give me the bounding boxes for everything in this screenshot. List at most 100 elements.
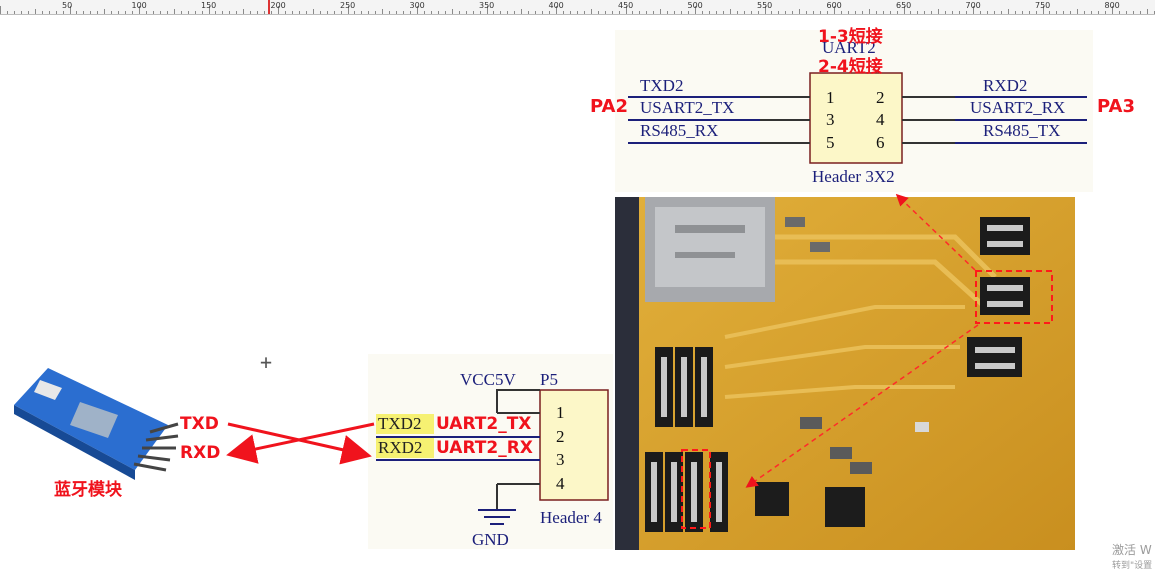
crosshair-cursor-icon: +	[260, 350, 273, 374]
ruler-tick	[382, 9, 384, 14]
ruler-tick	[368, 11, 370, 14]
ruler-tick	[159, 11, 161, 14]
ruler-label: 550	[757, 1, 773, 10]
ruler-tick	[0, 6, 1, 14]
ruler-tick	[208, 6, 210, 14]
activation-watermark-line2: 转到"设置	[1112, 561, 1153, 571]
pin-1: 1	[826, 88, 835, 107]
ruler-tick	[444, 11, 446, 14]
ruler-tick	[639, 11, 641, 14]
ruler-tick	[542, 11, 544, 14]
ruler-tick	[13, 11, 15, 14]
ruler-tick	[722, 11, 724, 14]
ruler-tick	[562, 11, 564, 14]
ruler-label: 100	[131, 1, 147, 10]
header-4-body	[539, 389, 609, 501]
p5-pin-1: 1	[556, 403, 565, 422]
ruler-tick	[528, 11, 530, 14]
ruler-tick	[194, 11, 196, 14]
ruler-tick	[820, 11, 822, 14]
ruler-tick	[264, 11, 266, 14]
ruler-tick	[1139, 11, 1141, 14]
pointer-to-p5	[745, 324, 979, 488]
ruler-tick	[715, 11, 717, 14]
pin-label-pa3: PA3	[1097, 96, 1135, 117]
ruler-tick	[500, 11, 502, 14]
ruler-tick	[1084, 11, 1086, 14]
ruler-tick	[257, 11, 259, 14]
ruler-tick	[48, 11, 50, 14]
ruler-tick	[410, 11, 412, 14]
ruler-tick	[993, 11, 995, 14]
ruler-tick	[1021, 11, 1023, 14]
ruler-tick	[104, 9, 106, 14]
jumper-note-1-3: 1-3短接	[818, 27, 883, 47]
ruler-tick	[903, 6, 905, 14]
ruler-tick	[1153, 11, 1155, 14]
ruler-tick	[576, 11, 578, 14]
bluetooth-module-graphic	[14, 368, 179, 480]
ruler-tick	[83, 11, 85, 14]
ruler-tick	[187, 11, 189, 14]
ruler-tick	[472, 11, 474, 14]
rxd2-net-highlight	[376, 438, 434, 458]
ruler-tick	[917, 11, 919, 14]
ruler-tick	[41, 11, 43, 14]
uart2-title: UART2	[822, 38, 876, 57]
ruler-tick	[632, 11, 634, 14]
ruler-tick	[139, 6, 140, 14]
ruler-tick	[736, 11, 738, 14]
p5-pin-2: 2	[556, 427, 565, 446]
ruler-tick	[973, 6, 974, 14]
ruler-tick	[319, 11, 321, 14]
ruler-tick	[986, 11, 988, 14]
ruler-tick	[847, 11, 849, 14]
ruler-tick	[854, 11, 856, 14]
ruler-label: 650	[896, 1, 912, 10]
ruler-tick	[145, 11, 147, 14]
ruler-tick	[201, 11, 203, 14]
ruler-tick	[695, 6, 696, 14]
ruler-tick	[125, 11, 127, 14]
ruler-position-marker	[268, 0, 270, 14]
ruler-tick	[1035, 11, 1037, 14]
ruler-tick	[271, 11, 273, 14]
ruler-tick	[681, 11, 683, 14]
ruler-tick	[952, 11, 954, 14]
ruler-tick	[458, 11, 460, 14]
ruler-label: 150	[201, 1, 217, 10]
ruler-tick	[1042, 6, 1044, 14]
ruler-tick	[229, 11, 231, 14]
ruler-label: 500	[687, 1, 703, 10]
activation-watermark-line1: 激活 W	[1112, 543, 1152, 557]
ruler-label: 700	[965, 1, 981, 10]
ruler-tick	[430, 11, 432, 14]
ruler-tick	[118, 11, 120, 14]
ruler-tick	[701, 11, 703, 14]
ruler-tick	[465, 11, 467, 14]
ruler-tick	[298, 11, 300, 14]
uart2-rx-label: UART2_RX	[436, 438, 533, 458]
gnd-symbol	[478, 509, 516, 525]
ruler-tick	[931, 11, 933, 14]
ruler-tick	[333, 11, 335, 14]
crossing-arrows	[226, 422, 375, 465]
ruler-tick	[507, 11, 509, 14]
txd2-net-highlight	[376, 414, 434, 434]
p5-designator: P5	[540, 370, 558, 389]
ruler-tick	[1000, 11, 1002, 14]
ruler-tick	[827, 11, 829, 14]
ruler-tick	[305, 11, 307, 14]
bluetooth-rxd-label: RXD	[180, 443, 221, 463]
ruler-tick	[924, 11, 926, 14]
ruler-tick	[34, 9, 36, 14]
ruler-tick	[236, 11, 238, 14]
net-label-rs485-rx: RS485_RX	[640, 121, 719, 140]
ruler-tick	[834, 6, 835, 14]
ruler-tick	[493, 11, 495, 14]
ruler-tick	[69, 6, 71, 14]
ruler-tick	[569, 11, 571, 14]
bluetooth-txd-label: TXD	[180, 414, 219, 434]
ruler-tick	[375, 11, 377, 14]
